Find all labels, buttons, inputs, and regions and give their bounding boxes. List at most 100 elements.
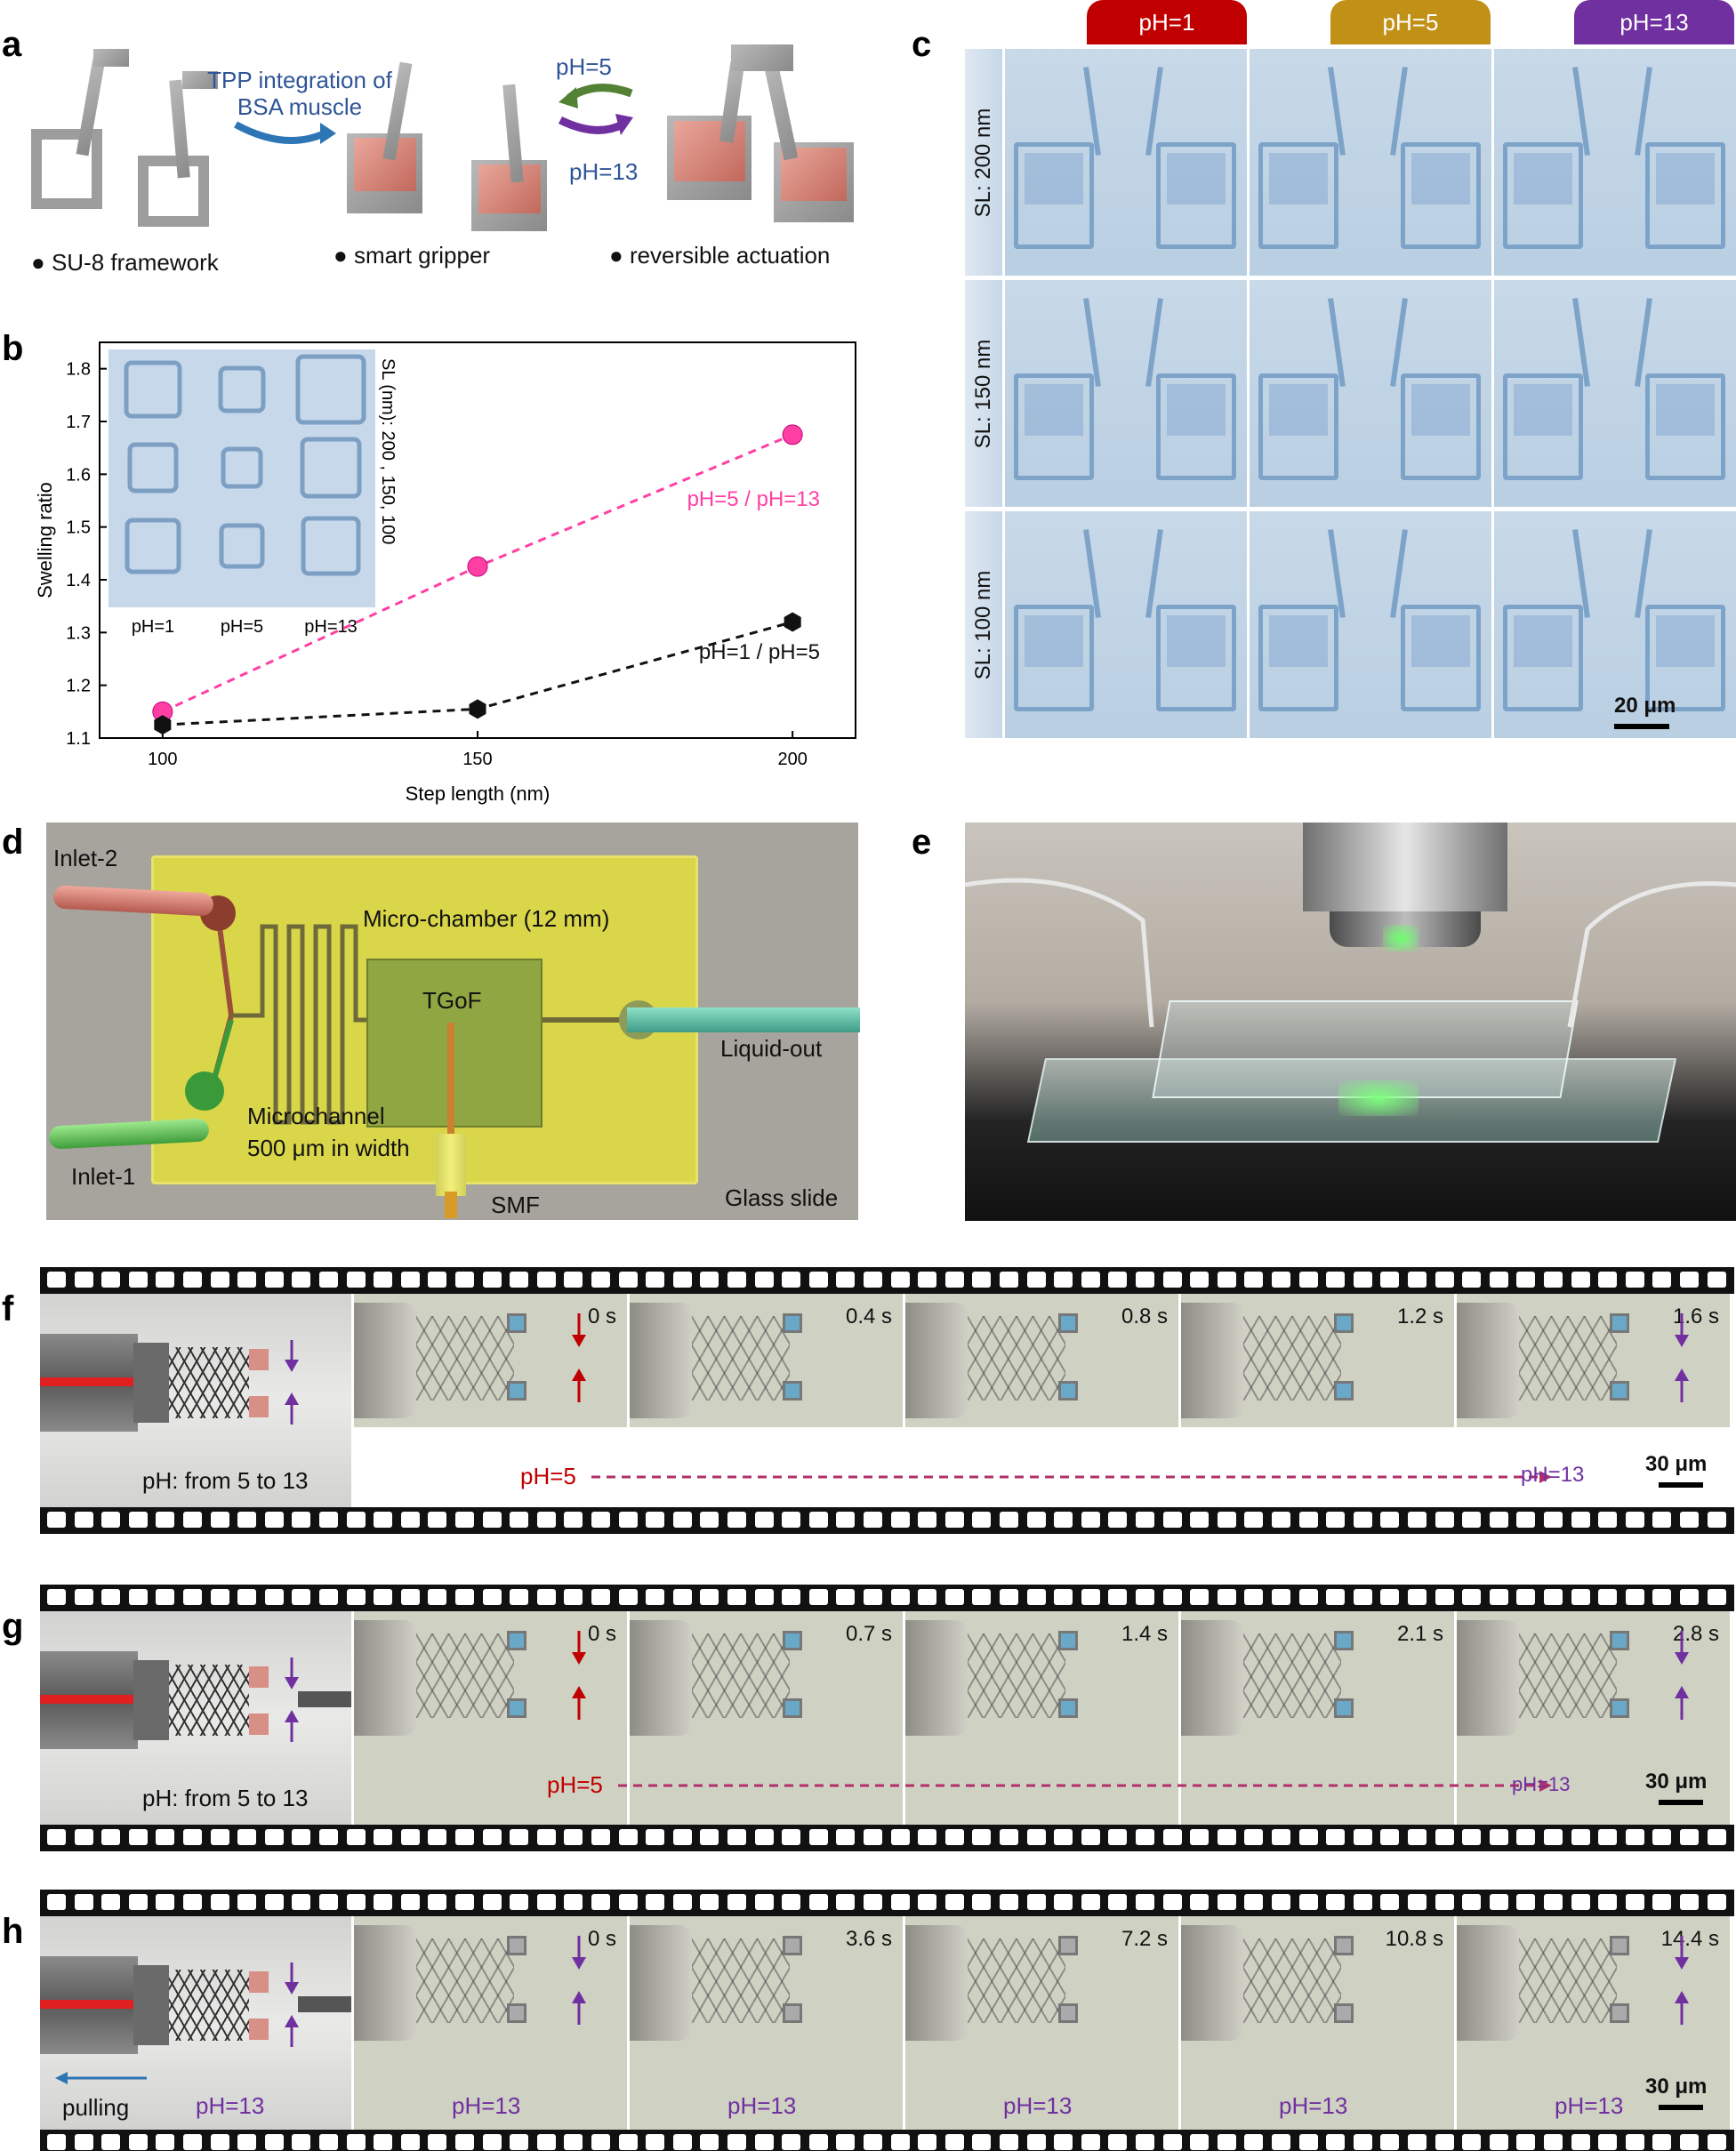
smf-connector [436, 1134, 466, 1196]
inset-square [125, 518, 181, 574]
y-tick-label: 1.8 [66, 360, 91, 380]
scale-bar-label: 30 μm [1645, 2075, 1708, 2099]
inlet-2-label: Inlet-2 [53, 845, 118, 871]
ph-label-frame: pH=13 [452, 2092, 521, 2119]
inset-col-label: pH=5 [221, 617, 263, 637]
microchannel-width-label: 500 μm in width [247, 1135, 410, 1161]
y-tick-label: 1.6 [66, 465, 91, 485]
inset-square [221, 446, 263, 489]
smart-gripper-illustration [338, 49, 560, 231]
process-text-2: BSA muscle [237, 93, 363, 120]
film-body: pH: from 5 to 13 0 s 0.7 s 1.4 s 2.1 s 2… [40, 1611, 1734, 1825]
video-frame: 7.2 s pH=13 [905, 1916, 1178, 2130]
scale-bar-line [1659, 2105, 1703, 2110]
inset-square [127, 442, 179, 494]
time-label: 0.7 s [845, 1622, 892, 1646]
caption-su8: ● SU-8 framework [31, 249, 219, 276]
micrograph-cell [1494, 280, 1736, 507]
film-perforation-strip [40, 2130, 1734, 2151]
inset-square [124, 360, 182, 419]
actuation-arrows-icon [1675, 1936, 1689, 2025]
microchannel-label: Microchannel [247, 1103, 385, 1129]
video-frame: 0 s [354, 1294, 627, 1427]
ph13-label-a: pH=13 [569, 158, 639, 185]
data-point [154, 715, 172, 735]
video-frame: 14.4 s pH=13 [1457, 1916, 1730, 2130]
y-tick-label: 1.2 [66, 677, 91, 696]
video-frame: 0.8 s [905, 1294, 1178, 1427]
column-header-3: pH=13 [1574, 0, 1734, 44]
micrograph-cell [1494, 49, 1736, 276]
video-frame: 0 s pH=13 [354, 1916, 627, 2130]
schematic-frame: pH: from 5 to 13 [40, 1294, 351, 1507]
video-frame: 1.6 s [1457, 1294, 1730, 1427]
ph-transition-arrow-icon [618, 1779, 1552, 1792]
panel-label-e: e [912, 823, 932, 862]
glass-slide-label: Glass slide [725, 1184, 839, 1211]
micrograph-cell [1250, 49, 1491, 276]
schematic-caption: pH: from 5 to 13 [142, 1785, 309, 1811]
micrograph-cell [1005, 280, 1247, 507]
inset-square [218, 365, 266, 413]
x-tick-label: 100 [148, 750, 177, 769]
y-tick-label: 1.7 [66, 413, 91, 432]
ph-transition-arrow-icon [591, 1471, 1552, 1483]
time-label: 0.8 s [1121, 1304, 1168, 1328]
actuation-arrows-icon [572, 1936, 586, 2025]
video-frame: 1.4 s [905, 1611, 1178, 1825]
time-label: 7.2 s [1121, 1927, 1168, 1951]
actuation-arrows-icon [572, 1631, 586, 1720]
panel-label-b: b [2, 329, 24, 368]
panel-label-a: a [2, 25, 22, 64]
micrograph-cell [1250, 280, 1491, 507]
film-body: pulling pH=13 0 s pH=13 3.6 s pH=13 7.2 s pH… [40, 1916, 1734, 2130]
data-point [467, 556, 488, 577]
inlet-1-label: Inlet-1 [71, 1163, 136, 1190]
inset-side-label: SL (nm): 200 , 150, 100 [378, 358, 398, 544]
actuation-arrows-icon [1675, 1313, 1689, 1402]
y-tick-label: 1.1 [66, 729, 91, 749]
ph5-label-a: pH=5 [556, 53, 612, 80]
time-label: 3.6 s [845, 1927, 892, 1951]
panel-label-g: g [2, 1607, 24, 1646]
film-perforation-strip [40, 1507, 1734, 1534]
film-perforation-strip [40, 1585, 1734, 1611]
time-label: 0 s [587, 1304, 616, 1328]
film-perforation-strip [40, 1267, 1734, 1294]
ph-label-frame: pH=13 [1003, 2092, 1073, 2119]
micrograph-cell [1005, 49, 1247, 276]
tgof-label: TGoF [422, 987, 482, 1014]
data-point [784, 612, 801, 632]
time-label: 0.4 s [845, 1304, 892, 1328]
ph-label-frame: pH=13 [1555, 2092, 1624, 2119]
time-label: 14.4 s [1660, 1927, 1719, 1951]
ph-label-frame: pH=13 [727, 2092, 797, 2119]
actuation-arrows-icon [1675, 1631, 1689, 1720]
time-label: 1.4 s [1121, 1622, 1168, 1646]
inset-col-label: pH=1 [132, 617, 174, 637]
row-label-2: SL: 150 nm [965, 280, 1002, 507]
inset-square [219, 523, 265, 569]
film-body: pH: from 5 to 13 0 s 0.4 s 0.8 s 1.2 s 1… [40, 1294, 1734, 1507]
schematic-frame: pH: from 5 to 13 [40, 1611, 351, 1825]
micrograph-cell [1250, 511, 1491, 738]
micro-chamber-label: Micro-chamber (12 mm) [363, 905, 610, 932]
panel-label-c: c [912, 25, 932, 64]
reversible-arrows-icon [558, 84, 633, 135]
time-label: 0 s [587, 1622, 616, 1646]
ph-start-label: pH=5 [547, 1771, 603, 1798]
scale-bar-line-c [1614, 724, 1669, 729]
panel-label-h: h [2, 1912, 24, 1951]
video-frame: 1.2 s [1181, 1294, 1454, 1427]
time-label: 0 s [587, 1927, 616, 1951]
inset-col-label: pH=13 [304, 617, 358, 637]
liquid-out-label: Liquid-out [720, 1035, 823, 1062]
row-label-text: SL: 200 nm [971, 108, 995, 217]
video-frame: 2.8 s [1457, 1611, 1730, 1825]
video-frame: 0.4 s [630, 1294, 903, 1427]
y-tick-label: 1.3 [66, 623, 91, 643]
pulling-label: pulling [62, 2094, 130, 2121]
tgof-fiber [447, 1023, 454, 1138]
data-point [782, 424, 803, 445]
